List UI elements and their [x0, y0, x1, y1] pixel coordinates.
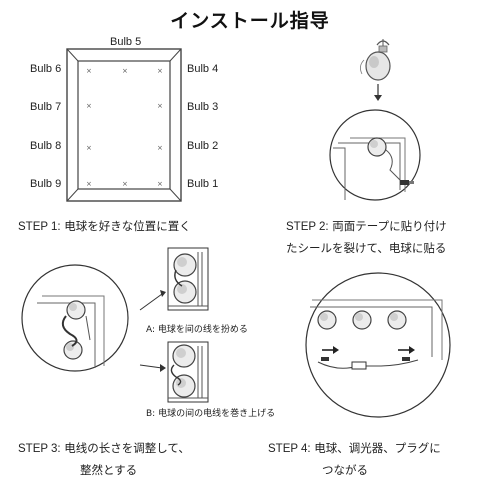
step1-text: STEP 1: 电球を好きな位置に置く — [18, 216, 191, 238]
bulb-marker: × — [86, 180, 92, 188]
bulb-label-5: Bulb 5 — [110, 36, 142, 48]
bulb-label-4: Bulb 4 — [187, 63, 219, 75]
bulb-label-3: Bulb 3 — [187, 101, 219, 113]
bulb-label-9: Bulb 9 — [30, 178, 62, 190]
step2-line1: 両面テープに贴り付け — [332, 219, 447, 233]
step1-description: 电球を好きな位置に置く — [64, 219, 191, 233]
bulb-marker: × — [86, 144, 92, 152]
bulb-label-8: Bulb 8 — [30, 140, 62, 152]
step4-line2: つながる — [322, 463, 368, 477]
caption-b: B: 电球の间の电线を巻き上げる — [146, 409, 276, 419]
mirror-frame-outer — [66, 48, 182, 202]
step3-text: STEP 3: 电线の长さを调整して、 整然とする — [18, 438, 190, 481]
bulb-marker: × — [86, 67, 92, 75]
bulb-marker: × — [157, 67, 163, 75]
bulb-marker: × — [157, 180, 163, 188]
step2-number: STEP 2: — [286, 221, 329, 233]
bulb-marker: × — [157, 144, 163, 152]
bulb-marker: × — [122, 67, 128, 75]
bulb-label-2: Bulb 2 — [187, 140, 219, 152]
step1-number: STEP 1: — [18, 221, 61, 233]
detail-a — [167, 247, 209, 311]
bulb-marker: × — [122, 180, 128, 188]
bulb-label-6: Bulb 6 — [30, 63, 62, 75]
step4-text: STEP 4: 电球、调光器、プラグに つながる — [268, 438, 441, 481]
caption-a: A: 电球を间の线を扮める — [146, 325, 248, 335]
step3-number: STEP 3: — [18, 443, 61, 455]
bulb-label-7: Bulb 7 — [30, 101, 62, 113]
step2-text: STEP 2: 両面テープに贴り付け たシールを裂けて、电球に贴る — [286, 216, 498, 259]
step3-line2: 整然とする — [80, 463, 138, 477]
bulb-marker: × — [86, 102, 92, 110]
bulb-marker: × — [157, 102, 163, 110]
bulb-label-1: Bulb 1 — [187, 178, 219, 190]
step4-line1: 电球、调光器、プラグに — [314, 441, 441, 455]
step4-number: STEP 4: — [268, 443, 311, 455]
step2-line2: たシールを裂けて、电球に贴る — [286, 241, 447, 255]
page-title: インストール指导 — [170, 10, 330, 32]
step2-illustration — [329, 39, 421, 201]
step3-line1: 电线の长さを调整して、 — [64, 441, 190, 455]
mirror-frame-inner — [77, 60, 171, 190]
detail-b — [167, 341, 209, 403]
step4-illustration — [305, 272, 451, 418]
step3-illustration — [21, 247, 209, 403]
